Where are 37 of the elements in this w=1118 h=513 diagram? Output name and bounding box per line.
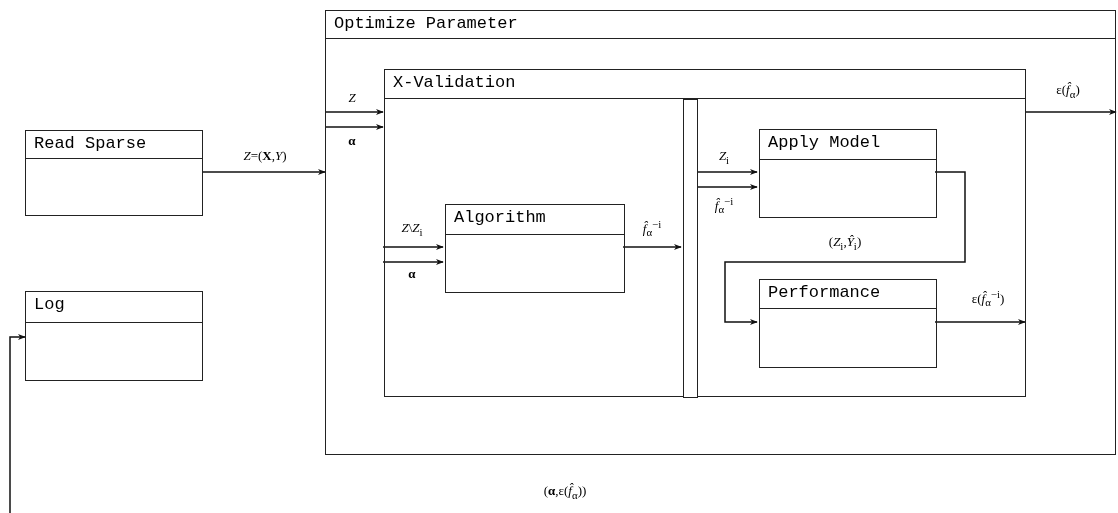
- box-title: Log: [34, 295, 65, 314]
- arrow: [382, 258, 444, 266]
- box-title: Performance: [768, 283, 881, 302]
- edge-label: ε(f̂$_{α}$): [1056, 82, 1080, 100]
- box-title: Optimize Parameter: [334, 14, 518, 33]
- arrow: [324, 108, 384, 116]
- arrow: [202, 168, 326, 176]
- process-box: [325, 10, 1116, 455]
- box-title: Read Sparse: [34, 134, 147, 153]
- arrow: [324, 123, 384, 131]
- process-box: [759, 279, 937, 368]
- box-title: Algorithm: [454, 208, 546, 227]
- arrow: [622, 243, 682, 251]
- edge-label: Z: [348, 90, 356, 106]
- arrow: [1024, 108, 1117, 116]
- process-box: [25, 130, 203, 216]
- arrow: [724, 171, 966, 326]
- edge-label: ε(f̂$_{α}$$^{−i}$): [971, 287, 1005, 309]
- process-box: [445, 204, 625, 293]
- process-box: [759, 129, 937, 218]
- arrow: [695, 168, 758, 176]
- math-label: (α,ε(f̂$_{α}$)): [543, 483, 587, 501]
- process-box: [384, 69, 1026, 397]
- arrow: [695, 183, 758, 191]
- edge-label: (Z$_{i}$,Ŷ$_{i}$): [828, 234, 862, 252]
- edge-label: Z=(X,Y): [243, 148, 287, 164]
- edge-label: α: [408, 266, 416, 282]
- arrow: [9, 333, 26, 513]
- arrow: [934, 318, 1026, 326]
- edge-label: Z\Z$_{i}$: [401, 220, 423, 238]
- edge-label: Z$_{i}$: [718, 148, 730, 166]
- separator-bar: [683, 99, 698, 398]
- box-title: X-Validation: [393, 73, 516, 92]
- process-box: [25, 291, 203, 381]
- arrow: [382, 243, 444, 251]
- edge-label: α: [348, 133, 356, 149]
- box-title: Apply Model: [768, 133, 881, 152]
